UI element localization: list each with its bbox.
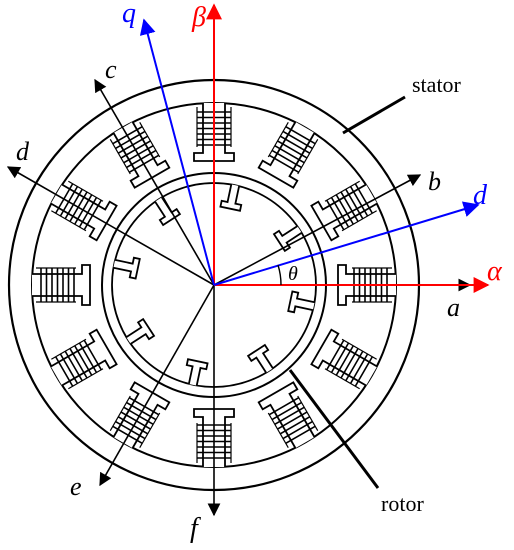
phase-a-label: a bbox=[447, 293, 460, 322]
rotor-pole bbox=[287, 290, 315, 314]
phase-c-axis bbox=[94, 78, 215, 286]
coil-winding bbox=[51, 338, 104, 390]
stator-tooth bbox=[50, 328, 118, 390]
stator-leader-line bbox=[342, 95, 406, 135]
stator-label: stator bbox=[412, 72, 462, 97]
coil-winding bbox=[267, 122, 319, 175]
phase-d-axis bbox=[6, 166, 215, 286]
theta-arc bbox=[277, 264, 282, 286]
stator-tooth bbox=[32, 264, 91, 306]
rotor-poles bbox=[113, 184, 315, 386]
phase-c-label: c bbox=[105, 55, 117, 84]
coil-winding bbox=[324, 338, 377, 390]
stator-tooth bbox=[50, 180, 118, 242]
stator-tooth bbox=[310, 328, 378, 390]
rotor-label: rotor bbox=[381, 491, 424, 516]
phase-d-label: d bbox=[16, 137, 30, 166]
theta-label: θ bbox=[288, 263, 298, 285]
rotor-pole bbox=[246, 343, 274, 374]
rotor-pole bbox=[185, 358, 209, 386]
stator-tooth bbox=[257, 381, 319, 449]
rotor-pole bbox=[113, 256, 141, 280]
phase-b-label: b bbox=[428, 167, 441, 196]
phase-b-axis bbox=[213, 174, 422, 286]
coil-winding bbox=[267, 395, 319, 448]
rotor-pole bbox=[125, 317, 156, 345]
d-rotor-axis bbox=[213, 201, 480, 286]
stator-tooth bbox=[257, 121, 319, 189]
coil-winding bbox=[324, 180, 377, 232]
rotor-pole bbox=[219, 184, 243, 212]
stator-tooth bbox=[109, 381, 171, 449]
alpha-axis-label: α bbox=[487, 256, 503, 287]
d-rotor-axis-label: d bbox=[473, 180, 488, 211]
stator-tooth bbox=[193, 103, 235, 162]
rotor-pole bbox=[272, 225, 303, 253]
beta-axis-label: β bbox=[191, 2, 206, 33]
rotor-pole bbox=[154, 196, 182, 227]
coil-winding bbox=[36, 267, 76, 303]
phase-f-label: f bbox=[190, 513, 201, 544]
q-axis-label: q bbox=[122, 0, 136, 29]
rotor-leader-line bbox=[288, 369, 380, 489]
q-axis bbox=[139, 18, 215, 286]
phase-e-label: e bbox=[70, 472, 82, 501]
stator-tooth bbox=[310, 180, 378, 242]
phase-e-axis bbox=[99, 284, 215, 487]
